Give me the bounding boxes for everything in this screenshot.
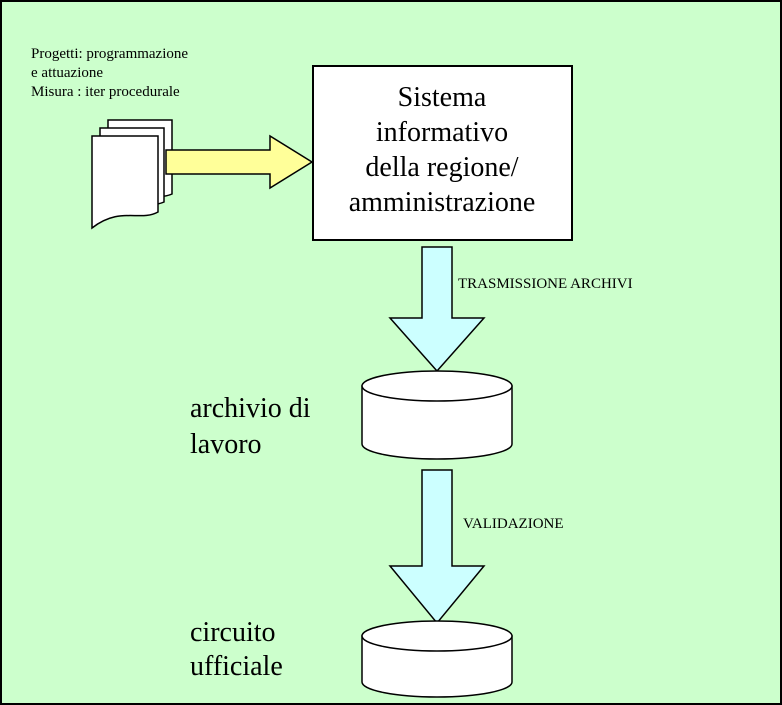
input-arrow <box>165 134 314 190</box>
official-circuit-label-line1: circuito <box>190 617 276 648</box>
system-box <box>312 65 573 241</box>
system-box-line1: Sistema <box>397 82 487 113</box>
documents-caption-line2: e attuazione <box>31 65 104 81</box>
system-box-line2: informativo <box>375 117 509 148</box>
validation-arrow <box>388 469 486 625</box>
official-circuit-label-line2: ufficiale <box>190 651 283 682</box>
working-archive-label-line1: archivio di <box>190 393 311 424</box>
system-box-line3: della regione/ <box>365 152 519 183</box>
official-circuit-cylinder <box>361 620 513 698</box>
working-archive-cylinder <box>361 370 513 460</box>
transmission-arrow <box>388 246 486 373</box>
validation-label: VALIDAZIONE <box>463 516 564 532</box>
documents-caption-line1: Progetti: programmazione <box>31 46 189 62</box>
document-stack-icon <box>91 119 173 230</box>
working-archive-label-line2: lavoro <box>190 429 262 460</box>
transmission-label: TRASMISSIONE ARCHIVI <box>458 276 633 292</box>
documents-caption-line3: Misura : iter procedurale <box>31 84 180 100</box>
system-box-line4: amministrazione <box>348 187 536 218</box>
